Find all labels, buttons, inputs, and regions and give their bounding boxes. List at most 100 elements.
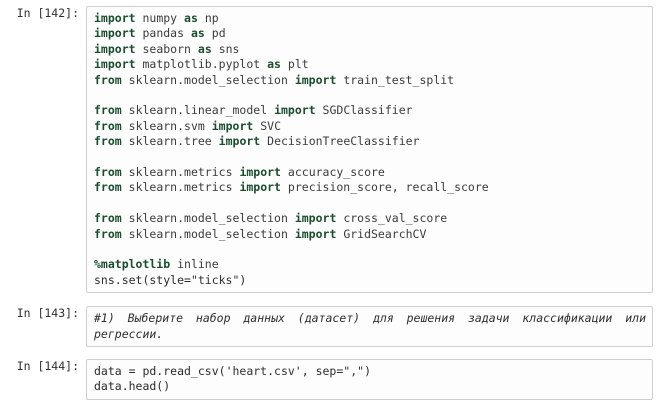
code-token-nm: precision_score, recall_score bbox=[287, 180, 489, 195]
code-token-kw: from bbox=[94, 134, 122, 149]
code-token-kw: as bbox=[184, 11, 198, 25]
code-token-plain bbox=[212, 134, 219, 148]
code-token-plain bbox=[316, 103, 323, 117]
code-token-kw: as bbox=[190, 26, 205, 41]
code-token-plain bbox=[288, 211, 295, 225]
notebook-cell-code-144[interactable]: In [144]: data = pd.read_csv('heart.csv'… bbox=[0, 359, 666, 400]
code-token-kw: import bbox=[94, 41, 136, 56]
code-token-plain bbox=[122, 211, 129, 225]
code-token-kw: from bbox=[94, 211, 122, 226]
code-token-plain bbox=[281, 180, 288, 194]
notebook-cell-comment-143[interactable]: In [143]: #1) Выберите набор данных (дат… bbox=[0, 306, 666, 348]
code-token-plain bbox=[281, 57, 288, 71]
cell-input-area[interactable]: #1) Выберите набор данных (датасет) для … bbox=[86, 306, 653, 348]
code-token-plain: data = pd.read_csv( bbox=[94, 364, 226, 379]
code-token-kw: from bbox=[94, 165, 122, 180]
code-token-nm: DecisionTreeClassifier bbox=[267, 134, 420, 149]
code-token-nm: sklearn.linear_model bbox=[128, 103, 268, 118]
code-token-kw: import bbox=[211, 118, 254, 133]
code-token-nm: plt bbox=[287, 57, 309, 72]
code-token-nm: np bbox=[204, 11, 219, 25]
code-token-plain bbox=[122, 180, 129, 194]
code-token-kw: as bbox=[197, 41, 212, 56]
comment-text[interactable]: #1) Выберите набор данных (датасет) для … bbox=[94, 311, 646, 341]
code-token-nm: sns bbox=[218, 41, 240, 56]
code-token-kw: from bbox=[94, 118, 122, 133]
code-token-nm: accuracy_score bbox=[287, 165, 385, 180]
code-token-plain bbox=[205, 119, 212, 133]
code-token-nm: SVC bbox=[260, 118, 282, 133]
code-token-nm: seaborn bbox=[142, 41, 191, 56]
code-token-nm: cross_val_score bbox=[343, 211, 448, 226]
code-token-kw: import bbox=[94, 11, 136, 25]
code-blank-line bbox=[94, 150, 646, 165]
code-token-kw: import bbox=[294, 211, 337, 226]
code-token-str: 'heart.csv' bbox=[225, 364, 302, 379]
code-token-plain bbox=[212, 42, 219, 56]
code-token-plain bbox=[177, 11, 184, 25]
code-blank-line bbox=[94, 242, 646, 257]
code-token-plain bbox=[288, 227, 295, 241]
code-token-plain bbox=[191, 42, 198, 56]
code-block[interactable]: data = pd.read_csv('heart.csv', sep=",")… bbox=[94, 364, 646, 395]
code-token-kw: import bbox=[239, 165, 281, 180]
code-token-plain bbox=[184, 26, 191, 40]
code-token-nm: pandas bbox=[142, 26, 185, 41]
code-token-nm: GridSearchCV bbox=[343, 226, 427, 241]
code-token-plain: ) bbox=[364, 364, 371, 379]
code-token-plain bbox=[122, 227, 129, 241]
code-token-plain: sns.set(style= bbox=[94, 272, 191, 287]
code-token-nm: sklearn.metrics bbox=[128, 180, 233, 195]
code-token-kw: import bbox=[218, 134, 261, 149]
code-token-nm: pd bbox=[211, 26, 226, 41]
cell-input-area[interactable]: import numpy as np import pandas as pd i… bbox=[86, 6, 653, 294]
code-token-str: "," bbox=[343, 364, 365, 379]
code-token-nm: numpy bbox=[142, 11, 178, 25]
code-token-kw: import bbox=[94, 26, 136, 41]
code-token-kw: import bbox=[94, 57, 136, 72]
code-token-nm: sklearn.model_selection bbox=[128, 226, 288, 241]
code-token-plain bbox=[198, 11, 205, 25]
code-token-kw: from bbox=[94, 103, 122, 118]
code-token-nm: sklearn.tree bbox=[128, 134, 212, 149]
code-token-plain bbox=[122, 73, 129, 87]
cell-spacer bbox=[0, 347, 666, 359]
code-token-kw: import bbox=[274, 103, 316, 118]
cell-spacer bbox=[0, 293, 666, 306]
code-token-plain: data.head() bbox=[94, 379, 171, 394]
code-block[interactable]: import numpy as np import pandas as pd i… bbox=[94, 11, 646, 288]
code-token-nm: sklearn.svm bbox=[128, 118, 205, 133]
code-blank-line bbox=[94, 196, 646, 211]
code-token-kw: import bbox=[294, 72, 337, 87]
notebook-cell-code-142[interactable]: In [142]: import numpy as np import pand… bbox=[0, 6, 666, 294]
code-token-kw: from bbox=[94, 180, 122, 195]
code-token-plain bbox=[122, 119, 129, 133]
code-token-nm: inline bbox=[177, 257, 219, 272]
code-token-plain bbox=[122, 134, 129, 148]
cell-input-area[interactable]: data = pd.read_csv('heart.csv', sep=",")… bbox=[86, 359, 653, 400]
cell-prompt-label: In [143]: bbox=[16, 306, 79, 321]
code-token-nm: sklearn.metrics bbox=[128, 165, 233, 180]
code-token-plain: ) bbox=[239, 272, 247, 287]
code-token-plain bbox=[122, 103, 129, 117]
code-token-plain bbox=[281, 165, 288, 179]
code-token-nm: train_test_split bbox=[343, 72, 455, 87]
cell-prompt-label: In [144]: bbox=[16, 359, 79, 374]
code-token-plain bbox=[205, 26, 212, 40]
code-token-str: "ticks" bbox=[190, 272, 240, 287]
code-token-plain bbox=[288, 73, 295, 87]
code-token-kw: import bbox=[239, 180, 281, 195]
cell-prompt-label: In [142]: bbox=[16, 6, 79, 20]
code-token-kw: as bbox=[267, 57, 281, 72]
code-token-nm: sklearn.model_selection bbox=[128, 211, 288, 226]
code-token-kw: from bbox=[94, 72, 122, 87]
code-token-nm: sklearn.model_selection bbox=[128, 72, 288, 87]
code-token-magic: %matplotlib bbox=[94, 257, 171, 272]
code-token-kw: import bbox=[294, 226, 337, 241]
code-token-plain: , sep= bbox=[301, 364, 344, 379]
code-blank-line bbox=[94, 88, 646, 103]
code-token-nm: matplotlib.pyplot bbox=[142, 57, 261, 72]
code-token-kw: from bbox=[94, 226, 122, 241]
code-token-nm: SGDClassifier bbox=[322, 103, 413, 118]
